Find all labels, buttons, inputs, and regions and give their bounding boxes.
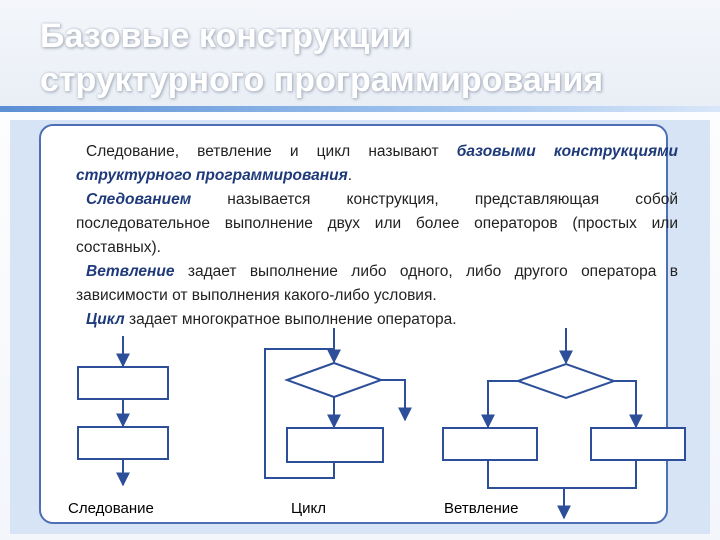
branch-keyword: Ветвление bbox=[86, 263, 175, 280]
loop-definition: задает многократное выполнение оператора… bbox=[124, 311, 457, 328]
branch-block-right bbox=[590, 427, 686, 461]
caption-sequence: Следование bbox=[68, 500, 154, 517]
loop-condition-diamond bbox=[284, 361, 384, 399]
loop-body-block bbox=[286, 427, 384, 463]
sequence-diagram bbox=[77, 336, 169, 487]
branch-definition: задает выполнение либо одного, либо друг… bbox=[76, 263, 678, 304]
branch-diagram bbox=[442, 328, 686, 520]
loop-return-line bbox=[264, 348, 335, 479]
branch-merge-line bbox=[487, 460, 637, 489]
title-line-1: Базовые конструкции bbox=[40, 17, 412, 55]
loop-diagram bbox=[264, 328, 412, 479]
sequence-definition: называется конструкция, представляющая с… bbox=[76, 191, 678, 256]
sequence-keyword: Следованием bbox=[86, 191, 192, 208]
intro-end: . bbox=[347, 167, 353, 184]
paragraph-intro: Следование, ветвление и цикл называют ба… bbox=[76, 140, 678, 188]
intro-text: Следование, ветвление и цикл называют bbox=[86, 143, 457, 160]
branch-block-left bbox=[442, 427, 538, 461]
sequence-block-1 bbox=[77, 366, 169, 400]
branch-right-arrow bbox=[614, 380, 643, 429]
header-band bbox=[0, 0, 720, 112]
title-line-2: структурного программирования bbox=[40, 61, 604, 99]
caption-loop: Цикл bbox=[291, 500, 326, 517]
branch-condition-diamond bbox=[515, 362, 617, 400]
sequence-block-2 bbox=[77, 426, 169, 460]
definitions-text: Следование, ветвление и цикл называют ба… bbox=[76, 140, 678, 332]
caption-branch: Ветвление bbox=[444, 500, 519, 517]
paragraph-loop: Цикл задает многократное выполнение опер… bbox=[76, 308, 678, 332]
paragraph-sequence: Следованием называется конструкция, пред… bbox=[76, 188, 678, 260]
slide-title: Базовые конструкции структурного програм… bbox=[40, 14, 700, 102]
paragraph-branch: Ветвление задает выполнение либо одного,… bbox=[76, 260, 678, 308]
branch-left-arrow bbox=[481, 380, 518, 429]
intro-keyword: базовыми конструкциями структурного прог… bbox=[76, 143, 678, 184]
loop-exit-arrow bbox=[381, 379, 412, 422]
loop-keyword: Цикл bbox=[86, 311, 125, 328]
header-rule bbox=[0, 106, 720, 112]
